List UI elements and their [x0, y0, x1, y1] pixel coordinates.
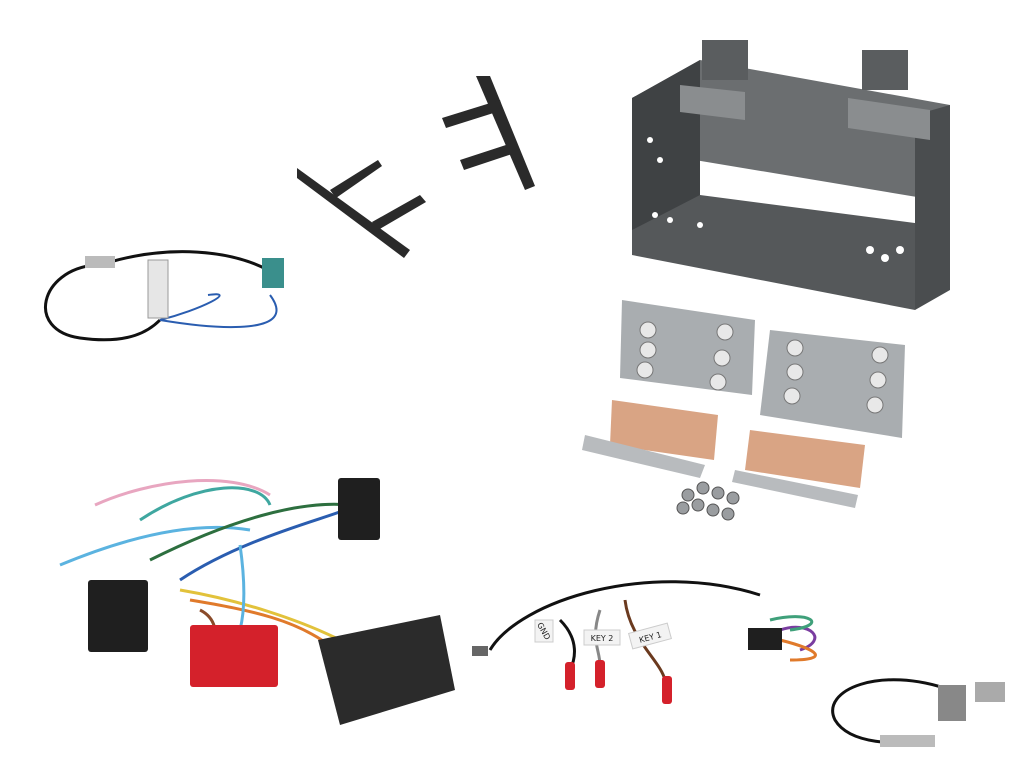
iso-connector-left [88, 580, 148, 652]
fascia-bracket-right [442, 76, 535, 190]
patch-lead-connector [748, 628, 782, 650]
fascia-bracket-left [297, 160, 426, 258]
red-vehicle-connector [190, 625, 278, 687]
wire-tag-key2-label: KEY 2 [591, 634, 614, 643]
iso-connector-right [338, 478, 380, 540]
antenna-adapter-bottom [831, 678, 1005, 747]
side-bracket-right [732, 330, 905, 508]
side-bracket-left [582, 300, 755, 478]
wire-tag-gnd: GND [534, 619, 554, 643]
interface-box [318, 615, 455, 725]
wire-tag-key1: KEY 1 [627, 622, 673, 650]
antenna-adapter-fakra [44, 250, 284, 342]
wire-tag-key2: KEY 2 [583, 629, 621, 646]
jack-plug [472, 646, 488, 656]
screws [676, 481, 740, 521]
double-din-cage [632, 40, 950, 310]
red-spade-terminals [565, 660, 672, 704]
